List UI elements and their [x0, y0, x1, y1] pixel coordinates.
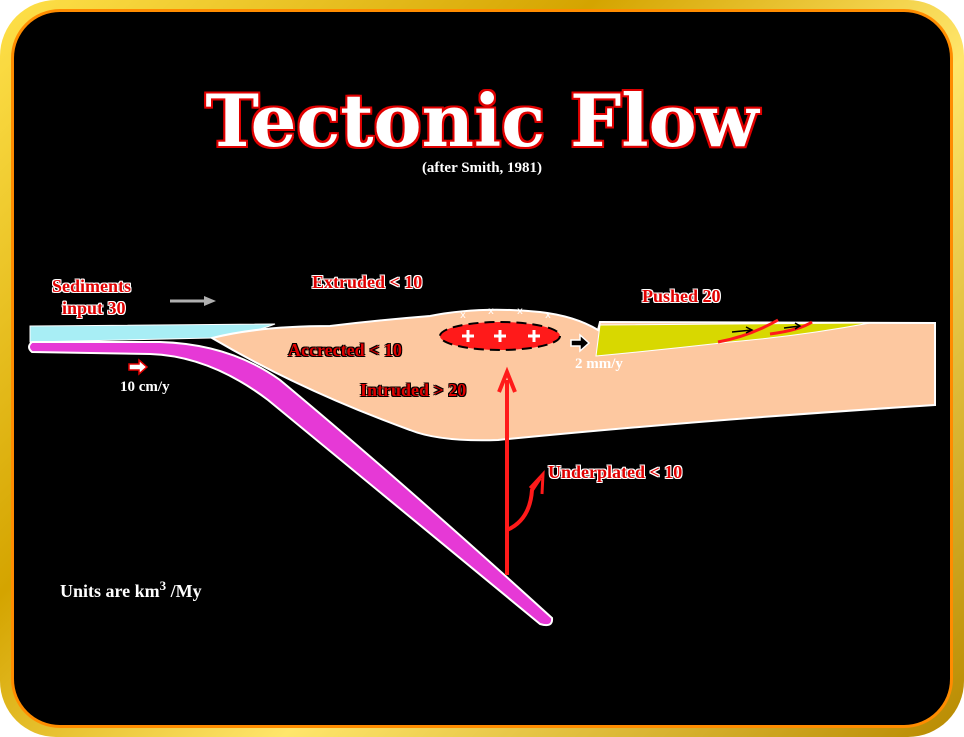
thrust-fault [717, 318, 779, 344]
sediment-input-arrow [170, 296, 216, 306]
underplating-arrowhead [528, 469, 545, 495]
accretionary-wedge [209, 308, 936, 442]
slab-rate-arrow [128, 358, 149, 376]
slide-subtitle: (after Smith, 1981) [421, 160, 543, 176]
intrusion-arrowhead [497, 366, 517, 393]
subducting-slab [28, 341, 554, 627]
svg-text:x: x [488, 306, 494, 317]
svg-text:x: x [460, 310, 466, 321]
sediments-input-label-line1: Sediments [52, 276, 132, 296]
units-note: Units are km3 /My [60, 578, 202, 602]
slab-rate-label: 10 cm/y [120, 379, 170, 395]
extruded-label: Extruded < 10 [312, 272, 423, 292]
pluton-crosses [462, 330, 540, 342]
slide-title: Tectonic Flow [205, 78, 759, 163]
units-suffix: /My [166, 581, 202, 601]
pushed-label: Pushed 20 [642, 286, 721, 306]
svg-text:x: x [545, 310, 551, 321]
units-exponent: 3 [159, 578, 167, 593]
push-rate-arrow [570, 333, 591, 353]
sediments-input-label-line2: input 30 [62, 298, 126, 318]
underplating-arrow [506, 476, 542, 532]
units-prefix: Units are km [60, 581, 160, 601]
underplated-label: Underplated < 10 [548, 462, 683, 482]
accreted-label: Accrected < 10 [288, 340, 402, 360]
intruded-label: Intruded > 20 [360, 380, 467, 400]
push-rate-label: 2 mm/y [575, 356, 623, 372]
svg-text:x: x [517, 306, 523, 317]
thrust-arrows [731, 322, 802, 334]
